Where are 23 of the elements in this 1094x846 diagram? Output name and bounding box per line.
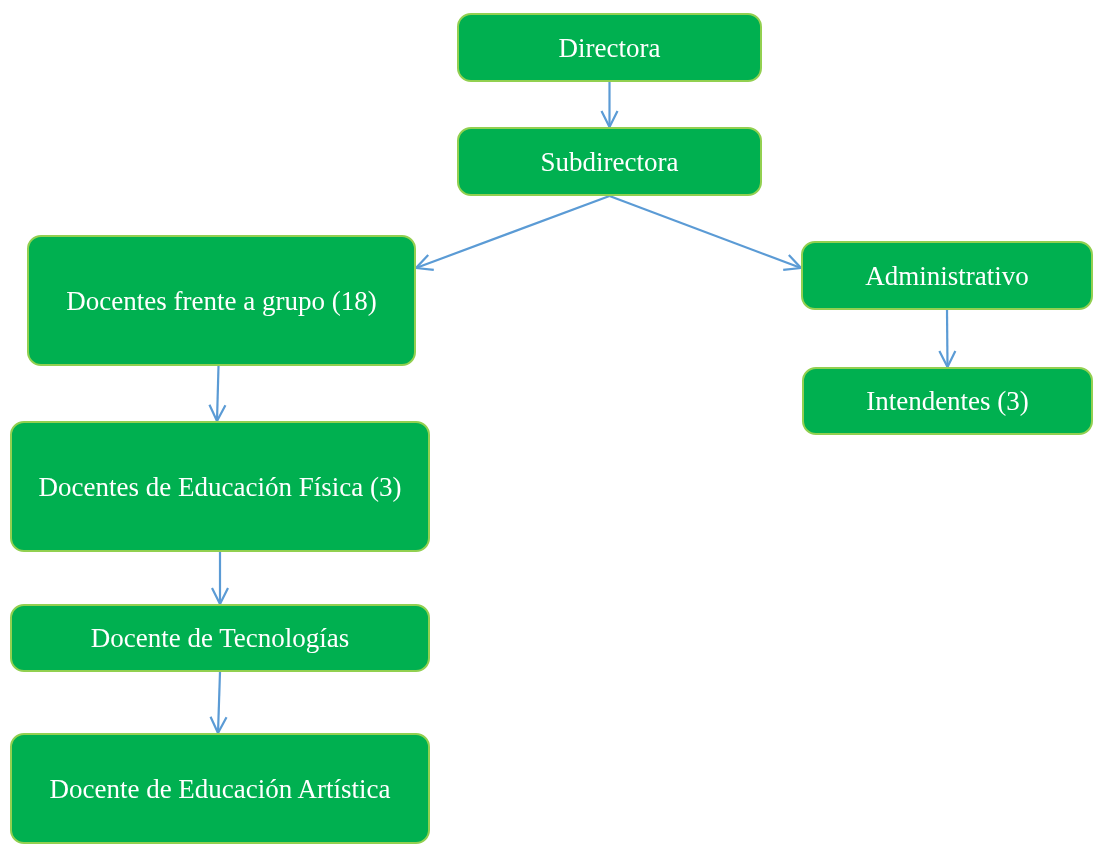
role-box xyxy=(801,241,1093,310)
role-box xyxy=(10,421,430,552)
role-label: Docentes frente a grupo (18) xyxy=(65,284,378,318)
role-label: Administrativo xyxy=(864,259,1030,293)
role-label: Docente de Tecnologías xyxy=(89,622,351,655)
arrow xyxy=(938,310,957,369)
role-label: Intendentes (3) xyxy=(865,385,1030,418)
role-box xyxy=(457,13,762,82)
arrow xyxy=(208,365,227,423)
role-box xyxy=(457,127,762,196)
role-label: Docente de Educación Artística xyxy=(48,772,392,806)
arrow xyxy=(609,194,803,271)
role-label: Docentes de Educación Física (3) xyxy=(37,470,403,504)
arrow xyxy=(414,194,610,271)
role-label: Subdirectora xyxy=(539,145,680,179)
role-box xyxy=(10,604,430,672)
role-box xyxy=(10,733,430,844)
role-box xyxy=(27,235,416,366)
role-label: Directora xyxy=(557,31,662,65)
arrow xyxy=(209,671,228,735)
arrow xyxy=(210,552,230,606)
arrow xyxy=(600,82,619,129)
role-box xyxy=(802,367,1093,435)
